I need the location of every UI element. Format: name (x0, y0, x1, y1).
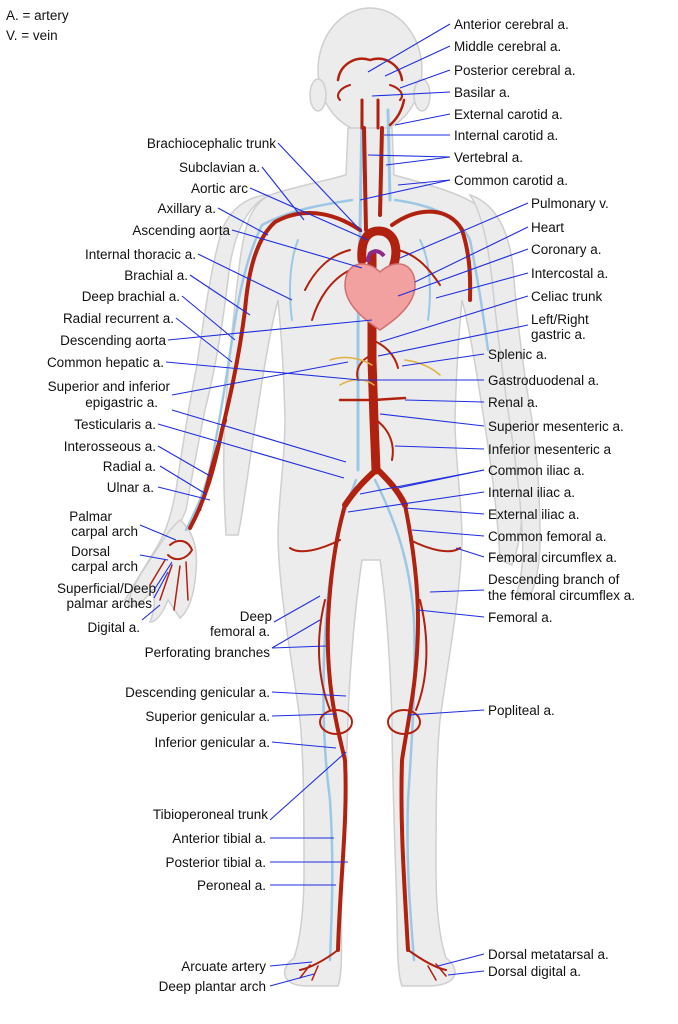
label-superior-mesenteric: Superior mesenteric a. (488, 419, 624, 434)
label-posterior-cerebral: Posterior cerebral a. (454, 63, 576, 78)
label-internal-carotid: Internal carotid a. (454, 128, 558, 143)
label-heart: Heart (531, 220, 564, 235)
label-sup-inf-epigastric-2: epigastric a. (85, 395, 158, 410)
label-coronary: Coronary a. (531, 242, 602, 257)
label-popliteal: Popliteal a. (488, 703, 555, 718)
label-digital: Digital a. (87, 620, 140, 635)
label-middle-cerebral: Middle cerebral a. (454, 39, 561, 54)
arteries (149, 57, 473, 981)
label-celiac: Celiac trunk (531, 289, 603, 304)
labels-left: Brachiocephalic trunk Subclavian a. Aort… (47, 136, 276, 994)
heart-shape (344, 263, 416, 331)
label-palmar-carpal-1: Palmar (69, 509, 112, 524)
label-perforating: Perforating branches (145, 645, 271, 660)
label-basilar: Basilar a. (454, 85, 510, 100)
label-dorsal-carpal-2: carpal arch (71, 559, 138, 574)
labels-right: Anterior cerebral a. Middle cerebral a. … (454, 17, 635, 979)
label-palmar-arches-2: palmar arches (66, 596, 152, 611)
label-inferior-mesenteric: Inferior mesenteric a (488, 442, 612, 457)
legend-vein: V. = vein (6, 28, 58, 43)
label-common-hepatic: Common hepatic a. (47, 355, 164, 370)
label-common-carotid: Common carotid a. (454, 173, 568, 188)
label-femoral: Femoral a. (488, 610, 553, 625)
label-vertebral: Vertebral a. (454, 150, 523, 165)
label-inferior-genicular: Inferior genicular a. (154, 735, 270, 750)
torso-outline (222, 127, 524, 987)
label-palmar-arches-1: Superficial/Deep (57, 581, 156, 596)
label-peroneal: Peroneal a. (197, 878, 266, 893)
label-descending-genicular: Descending genicular a. (125, 685, 270, 700)
label-tibioperoneal: Tibioperoneal trunk (153, 807, 268, 822)
heart-organ (344, 249, 416, 331)
label-internal-iliac: Internal iliac a. (488, 485, 575, 500)
label-renal: Renal a. (488, 395, 538, 410)
label-descending-branch-1: Descending branch of (488, 572, 620, 587)
hand-left-outline (127, 519, 198, 623)
label-dorsal-digital: Dorsal digital a. (488, 964, 581, 979)
ear-right (413, 78, 431, 112)
label-interosseous: Interosseous a. (64, 439, 156, 454)
label-superior-genicular: Superior genicular a. (145, 709, 270, 724)
label-testicularis: Testicularis a. (74, 417, 156, 432)
label-dorsal-metatarsal: Dorsal metatarsal a. (488, 947, 609, 962)
label-splenic: Splenic a. (488, 347, 547, 362)
label-left-right-gastric-1: Left/Right (531, 312, 589, 327)
label-deep-plantar: Deep plantar arch (159, 979, 266, 994)
ear-left (309, 78, 327, 112)
label-intercostal: Intercostal a. (531, 266, 608, 281)
arm-right-outline (468, 193, 541, 601)
label-left-right-gastric-2: gastric a. (531, 327, 586, 342)
label-pulmonary-v: Pulmonary v. (531, 196, 609, 211)
label-radial: Radial a. (103, 459, 156, 474)
label-sup-inf-epigastric-1: Superior and inferior (48, 379, 171, 394)
label-descending-aorta: Descending aorta (60, 333, 166, 348)
label-aortic-arc: Aortic arc (191, 181, 248, 196)
label-brachiocephalic: Brachiocephalic trunk (147, 136, 276, 151)
label-palmar-carpal-2: carpal arch (71, 524, 138, 539)
label-deep-femoral-1: Deep (240, 609, 272, 624)
label-common-femoral: Common femoral a. (488, 529, 607, 544)
label-external-carotid: External carotid a. (454, 107, 563, 122)
body-silhouette (124, 7, 541, 987)
leader-lines (139, 23, 529, 987)
label-internal-thoracic: Internal thoracic a. (85, 247, 196, 262)
label-posterior-tibial: Posterior tibial a. (165, 855, 266, 870)
head-outline (317, 7, 423, 133)
label-external-iliac: External iliac a. (488, 507, 580, 522)
label-deep-femoral-2: femoral a. (210, 624, 270, 639)
label-femoral-circumflex: Femoral circumflex a. (488, 550, 617, 565)
label-descending-branch-2: the femoral circumflex a. (488, 588, 635, 603)
label-arcuate: Arcuate artery (181, 959, 266, 974)
label-common-iliac: Common iliac a. (488, 463, 585, 478)
legend-artery: A. = artery (6, 8, 69, 23)
label-ulnar: Ulnar a. (107, 480, 154, 495)
label-radial-recurrent: Radial recurrent a. (63, 311, 174, 326)
label-ascending-aorta: Ascending aorta (132, 223, 230, 238)
label-anterior-cerebral: Anterior cerebral a. (454, 17, 569, 32)
label-anterior-tibial: Anterior tibial a. (172, 831, 266, 846)
pulmonary-trunk-shape (366, 249, 386, 263)
label-subclavian: Subclavian a. (179, 160, 260, 175)
label-axillary: Axillary a. (157, 201, 216, 216)
label-gastroduodenal: Gastroduodenal a. (488, 373, 599, 388)
label-dorsal-carpal-1: Dorsal (71, 544, 110, 559)
label-brachial: Brachial a. (124, 268, 188, 283)
label-deep-brachial: Deep brachial a. (82, 289, 180, 304)
